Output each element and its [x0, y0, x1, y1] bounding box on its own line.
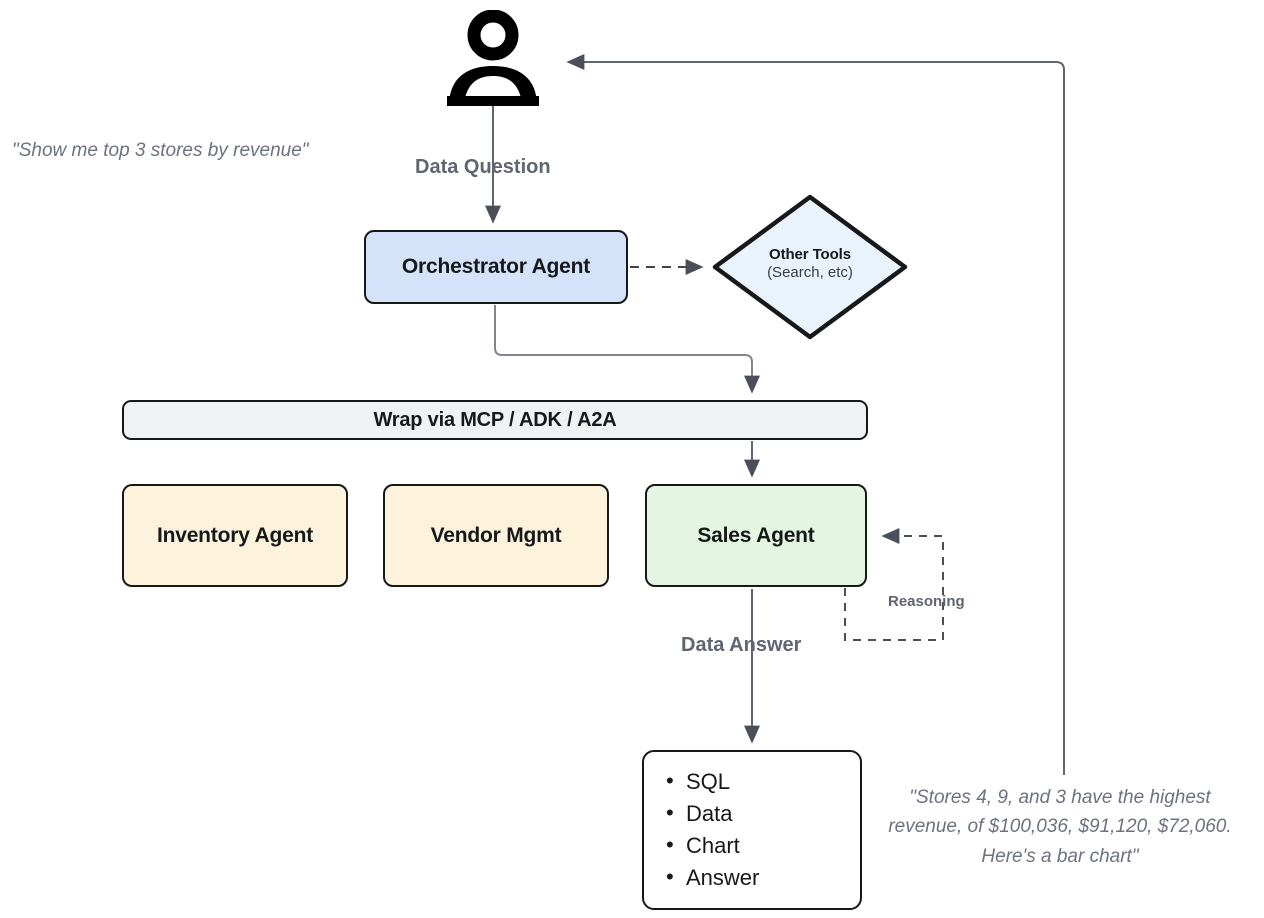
- node-inventory-agent-label: Inventory Agent: [156, 523, 314, 547]
- node-orchestrator-agent[interactable]: Orchestrator Agent: [364, 230, 628, 304]
- user-icon: [445, 9, 541, 106]
- final-answer-quote: "Stores 4, 9, and 3 have the highest rev…: [868, 783, 1252, 871]
- final-answer-line-2: revenue, of $100,036, $91,120, $72,060.: [888, 816, 1232, 838]
- edge-label-reasoning: Reasoning: [888, 593, 965, 610]
- edge-label-data-question: Data Question: [415, 156, 551, 178]
- final-answer-line-1: "Stores 4, 9, and 3 have the highest: [909, 787, 1211, 808]
- node-sales-agent[interactable]: Sales Agent: [645, 484, 867, 587]
- node-sales-agent-label: Sales Agent: [697, 523, 815, 547]
- node-other-tools[interactable]: Other Tools (Search, etc): [708, 190, 912, 344]
- node-mcp-wrapper-bar-label: Wrap via MCP / ADK / A2A: [373, 408, 617, 431]
- node-other-tools-title: Other Tools: [769, 246, 851, 263]
- node-other-tools-label-group: Other Tools (Search, etc): [708, 246, 912, 281]
- node-inventory-agent[interactable]: Inventory Agent: [122, 484, 348, 587]
- list-item: SQL: [666, 765, 860, 798]
- user-question-quote: "Show me top 3 stores by revenue": [12, 140, 309, 161]
- list-item: Data: [666, 797, 860, 830]
- node-vendor-mgmt[interactable]: Vendor Mgmt: [383, 484, 609, 587]
- node-orchestrator-agent-label: Orchestrator Agent: [401, 255, 591, 278]
- node-vendor-mgmt-label: Vendor Mgmt: [430, 523, 562, 547]
- node-other-tools-subtitle: (Search, etc): [767, 263, 853, 281]
- output-artifact-list: SQL Data Chart Answer: [644, 752, 860, 894]
- node-output-artifacts[interactable]: SQL Data Chart Answer: [642, 750, 862, 910]
- list-item: Chart: [666, 829, 860, 862]
- node-mcp-wrapper-bar[interactable]: Wrap via MCP / ADK / A2A: [122, 400, 868, 440]
- final-answer-line-3: Here's a bar chart": [981, 845, 1139, 867]
- list-item: Answer: [666, 861, 860, 894]
- edge-label-data-answer: Data Answer: [681, 634, 802, 656]
